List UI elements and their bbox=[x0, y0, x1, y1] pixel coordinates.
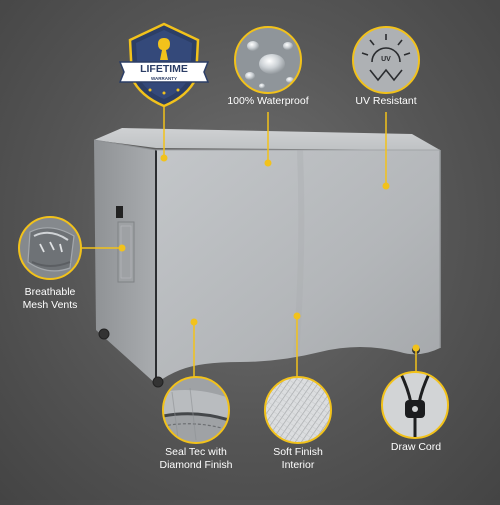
seal-tec-line2: Diamond Finish bbox=[159, 459, 233, 471]
soft-finish-line2: Interior bbox=[281, 459, 315, 471]
lifetime-warranty-badge: LIFETIME WARRANTY bbox=[118, 22, 210, 108]
breathable-vents-line2: Mesh Vents bbox=[22, 299, 78, 311]
seal-tec-detail-circle bbox=[162, 376, 230, 444]
waterproof-detail-circle bbox=[234, 26, 302, 94]
seal-tec-line1: Seal Tec with bbox=[165, 446, 227, 458]
draw-cord-detail-circle bbox=[381, 371, 449, 439]
uv-resistant-label: UV Resistant bbox=[355, 95, 417, 107]
uv-resistant-detail-circle: UV bbox=[352, 26, 420, 94]
soft-finish-detail-circle bbox=[264, 376, 332, 444]
draw-cord-label: Draw Cord bbox=[390, 441, 442, 453]
vents-detail-circle bbox=[18, 216, 82, 280]
breathable-vents-label: Breathable Mesh Vents bbox=[4, 286, 96, 312]
waterproof-label: 100% Waterproof bbox=[227, 95, 309, 107]
soft-finish-label: Soft Finish Interior bbox=[248, 446, 348, 472]
grill-cover bbox=[93, 128, 441, 388]
breathable-vents-line1: Breathable bbox=[24, 286, 76, 298]
uv-icon-text: UV bbox=[381, 56, 391, 63]
uv-sun-icon bbox=[361, 34, 411, 82]
figure-icon bbox=[158, 38, 170, 60]
badge-sub-text: WARRANTY bbox=[151, 76, 177, 81]
soft-finish-line1: Soft Finish bbox=[273, 446, 323, 458]
badge-main-text: LIFETIME bbox=[140, 63, 188, 75]
seal-tec-label: Seal Tec with Diamond Finish bbox=[146, 446, 246, 472]
callout-lines bbox=[82, 104, 420, 377]
